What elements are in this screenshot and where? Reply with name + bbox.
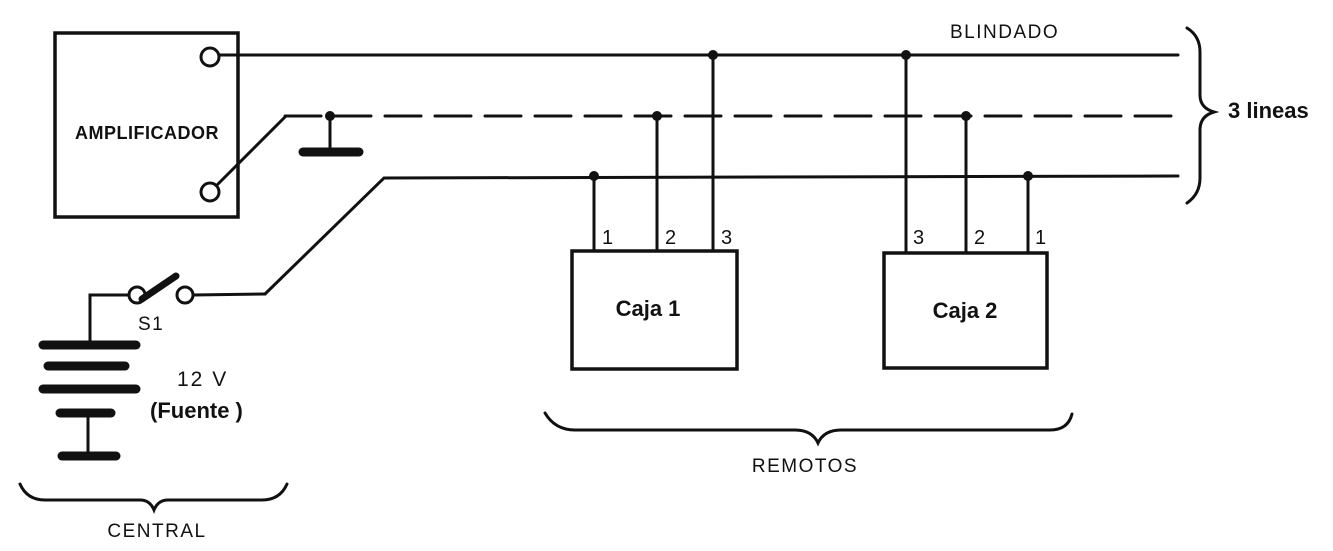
box-2-pin-1-label: 1 [1035, 227, 1046, 249]
box-1-body [570, 249, 739, 371]
central-brace [18, 482, 289, 515]
amplifier-label: AMPLIFICADOR [75, 123, 219, 143]
battery-to-switch-wire [88, 293, 131, 345]
voltage-label: 12 V [177, 368, 228, 391]
box-2-pin-2-junction [961, 111, 971, 121]
lines-brace [1185, 26, 1220, 205]
switch-to-power-line [191, 292, 267, 297]
lines-count-label: 3 lineas [1228, 98, 1309, 123]
shielded-label: BLINDADO [950, 22, 1059, 43]
box-1-pin-2-label: 2 [665, 227, 676, 249]
box-2-body [882, 251, 1049, 370]
central-label: CENTRAL [107, 521, 206, 542]
box-1-pin-2-junction [652, 111, 662, 121]
box-2-pin-2-label: 2 [974, 227, 985, 249]
box-2-pin-1-junction [1023, 171, 1033, 181]
switch-terminal-right [175, 285, 195, 305]
line-power [263, 174, 1180, 296]
source-label: (Fuente ) [150, 398, 243, 423]
box-2-title: Caja 2 [933, 298, 998, 323]
switch-label: S1 [138, 314, 164, 335]
box-1-pin-3-junction [708, 50, 718, 60]
remotes-label: REMOTOS [752, 456, 858, 477]
remotes-brace [543, 411, 1074, 447]
amplifier-output-terminal-top [199, 46, 221, 68]
box-1-title: Caja 1 [616, 296, 681, 321]
box-2-pin-3-junction [901, 50, 911, 60]
box-1: Caja 1 1 2 3 [570, 50, 739, 371]
box-2: Caja 2 3 2 1 [882, 50, 1049, 370]
amplifier-output-terminal-bottom [199, 181, 221, 203]
switch-lever [138, 272, 180, 303]
box-1-pin-1-junction [589, 171, 599, 181]
box-2-pin-3-label: 3 [913, 227, 924, 249]
box-1-pin-3-label: 3 [721, 227, 732, 249]
box-1-pin-1-label: 1 [602, 227, 613, 249]
amplifier-to-dashed-line [216, 115, 287, 186]
